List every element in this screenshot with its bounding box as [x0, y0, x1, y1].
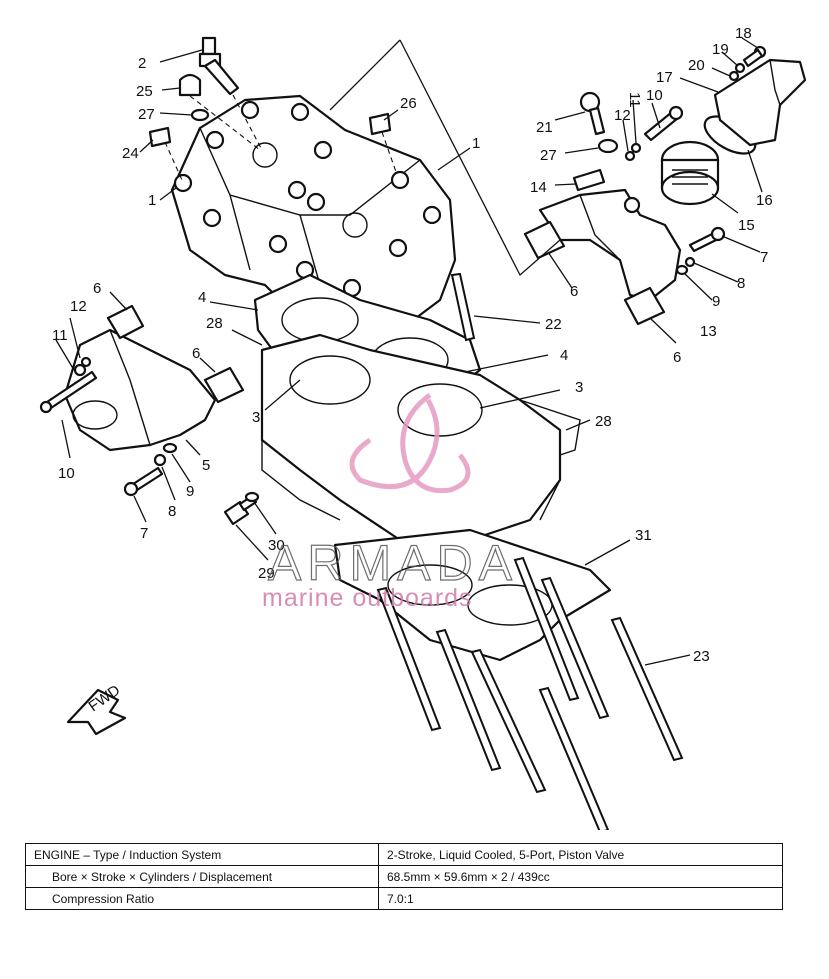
spring-washer-12-left [80, 356, 92, 368]
callout-13: 13 [700, 323, 717, 340]
callout-8a: 8 [168, 503, 176, 520]
callout-27b: 27 [540, 147, 557, 164]
callout-27a: 27 [138, 106, 155, 123]
callout-4b: 4 [560, 347, 568, 364]
exploded-parts-diagram: FWD [39, 25, 807, 830]
callout-9b: 9 [712, 293, 720, 310]
callout-16: 16 [756, 192, 773, 209]
spark-plug [198, 36, 263, 151]
callout-10b: 10 [646, 87, 663, 104]
callout-6b: 6 [192, 345, 200, 362]
callout-10a: 10 [58, 465, 75, 482]
exhaust-manifold-left [63, 328, 217, 452]
gasket-6c [523, 220, 566, 260]
callout-25: 25 [136, 83, 153, 100]
engine-spec-table: ENGINE – Type / Induction System 2-Strok… [25, 843, 783, 910]
washer-20 [728, 70, 740, 82]
callout-6a: 6 [93, 280, 101, 297]
washer-11-right [630, 142, 642, 154]
callout-28b: 28 [595, 413, 612, 430]
washer-9-right [675, 264, 689, 276]
spec-value: 7.0:1 [378, 887, 783, 910]
exhaust-manifold-right [538, 188, 682, 302]
callout-6d: 6 [673, 349, 681, 366]
spring-washer-12-right [624, 150, 636, 162]
armada-watermark: ARMADA marine outboards [262, 392, 518, 612]
watermark-subtitle: marine outboards [262, 584, 473, 612]
spec-value: 68.5mm × 59.6mm × 2 / 439cc [378, 865, 783, 888]
spec-label: Compression Ratio [25, 887, 379, 910]
callout-12b: 12 [614, 107, 631, 124]
washer-27-right [597, 138, 619, 154]
callout-29: 29 [258, 565, 275, 582]
callout-24: 24 [122, 145, 139, 162]
callout-1b: 1 [472, 135, 480, 152]
callout-8b: 8 [737, 275, 745, 292]
bolt-10-right [643, 105, 684, 142]
callout-30: 30 [268, 537, 285, 554]
callout-19: 19 [712, 41, 729, 58]
callout-7a: 7 [140, 525, 148, 542]
spec-value: 2-Stroke, Liquid Cooled, 5-Port, Piston … [378, 843, 783, 866]
washer-30 [244, 491, 260, 503]
callout-14: 14 [530, 179, 547, 196]
cylinder-studs [376, 272, 684, 830]
cap-nut [178, 73, 261, 151]
spec-label: ENGINE – Type / Induction System [25, 843, 379, 866]
table-row: Compression Ratio 7.0:1 [25, 887, 783, 910]
callout-3a: 3 [252, 409, 260, 426]
washer-8-right [684, 256, 696, 268]
forward-arrow: FWD [66, 682, 127, 736]
callout-11b: 11 [626, 92, 643, 108]
callout-15: 15 [738, 217, 755, 234]
callout-20: 20 [688, 57, 705, 74]
bolt-18 [742, 45, 767, 68]
thermostat-cover [713, 58, 807, 147]
callout-1a: 1 [148, 192, 156, 209]
callout-3b: 3 [575, 379, 583, 396]
callout-31: 31 [635, 527, 652, 544]
callout-21: 21 [536, 119, 553, 136]
callout-18: 18 [735, 25, 752, 42]
washer-8-left [153, 453, 167, 467]
callout-6c: 6 [570, 283, 578, 300]
cylinder-head [170, 94, 457, 342]
callout-12a: 12 [70, 298, 87, 315]
callout-23: 23 [693, 648, 710, 665]
fitting-14 [572, 168, 606, 192]
bolt-7-right [688, 226, 726, 253]
bolt-7-left [123, 466, 164, 497]
callout-4a: 4 [198, 289, 206, 306]
cylinder-block [260, 333, 581, 542]
gasket-6d [623, 286, 666, 326]
gasket-6a [106, 304, 145, 340]
thermostat [660, 140, 720, 206]
callout-11a: 11 [52, 327, 68, 344]
callout-5: 5 [202, 457, 210, 474]
callout-7b: 7 [760, 249, 768, 266]
callout-28a: 28 [206, 315, 223, 332]
callout-9a: 9 [186, 483, 194, 500]
nut-24 [148, 126, 183, 181]
washer-27 [190, 108, 210, 122]
callout-labels: 1 1 2 25 27 24 26 6 6 6 6 4 28 22 4 3 3 … [52, 25, 773, 665]
gasket-6b [203, 366, 245, 404]
table-row: ENGINE – Type / Induction System 2-Strok… [25, 843, 783, 866]
washer-11-left [73, 363, 87, 377]
bolt-10-left [39, 370, 98, 414]
callout-17: 17 [656, 69, 673, 86]
washer-9-left [162, 442, 178, 454]
callout-22: 22 [545, 316, 562, 333]
table-row: Bore × Stroke × Cylinders / Displacement… [25, 865, 783, 888]
callout-2: 2 [138, 55, 146, 72]
watermark-emblem-icon [349, 392, 471, 494]
spec-label: Bore × Stroke × Cylinders / Displacement [25, 865, 379, 888]
watermark-title: ARMADA [268, 535, 518, 591]
leader-lines [55, 37, 763, 666]
bolt-21 [579, 91, 606, 136]
callout-26: 26 [400, 95, 417, 112]
